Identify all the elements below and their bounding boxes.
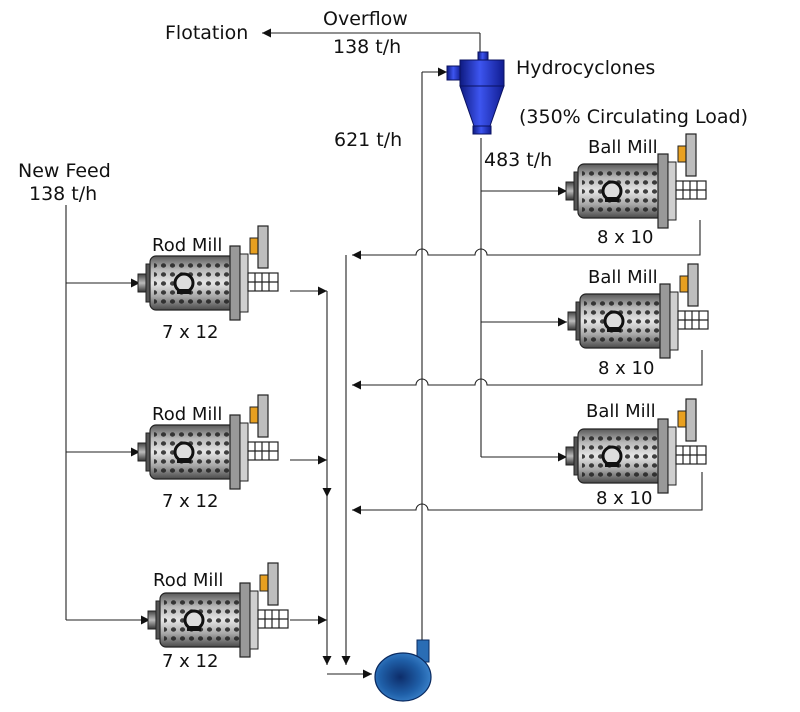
rod-mill-2-size: 7 x 12 bbox=[162, 491, 218, 512]
underflow-rate: 621 t/h bbox=[334, 129, 402, 151]
new-feed-rate: 138 t/h bbox=[29, 183, 97, 205]
ball-mill-2-name: Ball Mill bbox=[588, 267, 658, 288]
slurry-pump bbox=[374, 639, 432, 702]
flotation-label: Flotation bbox=[165, 22, 248, 44]
new-feed-label: New Feed bbox=[18, 160, 111, 182]
rod-mill-1-name: Rod Mill bbox=[152, 235, 222, 256]
ballmill-feed-rate: 483 t/h bbox=[484, 149, 552, 171]
hydrocyclone bbox=[446, 51, 505, 135]
circulating-load-label: (350% Circulating Load) bbox=[519, 106, 748, 128]
overflow-label: Overflow bbox=[323, 8, 408, 30]
ball-mill-2-size: 8 x 10 bbox=[598, 358, 654, 379]
ball-mill-3-size: 8 x 10 bbox=[596, 488, 652, 509]
ball-mill-1-size: 8 x 10 bbox=[597, 227, 653, 248]
hydrocyclones-label: Hydrocyclones bbox=[516, 57, 655, 79]
rod-mill-3-size: 7 x 12 bbox=[162, 651, 218, 672]
ball-mill-3-name: Ball Mill bbox=[586, 401, 656, 422]
ball-mill-1-name: Ball Mill bbox=[588, 137, 658, 158]
overflow-rate: 138 t/h bbox=[333, 36, 401, 58]
rod-mill-3-name: Rod Mill bbox=[153, 570, 223, 591]
rod-mill-2-name: Rod Mill bbox=[152, 404, 222, 425]
flow-lines bbox=[65, 28, 703, 679]
rod-mill-1-size: 7 x 12 bbox=[162, 322, 218, 343]
